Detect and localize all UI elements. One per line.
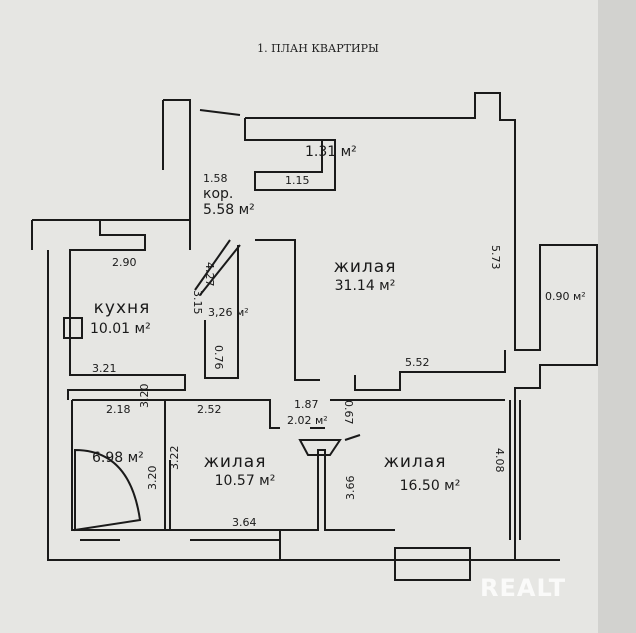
dim-3-20-top: 3.20 bbox=[138, 384, 151, 409]
paper-edge bbox=[598, 0, 636, 633]
bathroom-area: 6.98 м² bbox=[92, 450, 144, 466]
dim-3-22: 3.22 bbox=[168, 446, 181, 471]
dim-5-52: 5.52 bbox=[405, 356, 430, 369]
dim-0-76: 0.76 bbox=[212, 345, 225, 370]
dim-4-27: 4.27 bbox=[203, 262, 216, 287]
living-large-area: 31.14 м² bbox=[335, 278, 396, 294]
closet-area: 1.31 м² bbox=[305, 144, 357, 160]
dim-3-21: 3.21 bbox=[92, 362, 117, 375]
dim-3-64: 3.64 bbox=[232, 516, 257, 529]
dim-1-87: 1.87 bbox=[294, 398, 319, 411]
hall-small-area: 2.02 м² bbox=[287, 414, 328, 427]
dim-3-20-bottom: 3.20 bbox=[146, 466, 159, 491]
dim-0-67: 0.67 bbox=[342, 400, 355, 425]
wc-area: 3,26 м² bbox=[208, 306, 249, 319]
dim-2-18: 2.18 bbox=[106, 403, 131, 416]
corridor-name: кор. bbox=[203, 186, 233, 202]
dim-2-90: 2.90 bbox=[112, 256, 137, 269]
dim-3-66: 3.66 bbox=[344, 476, 357, 501]
dim-2-52: 2.52 bbox=[197, 403, 222, 416]
walls bbox=[31, 92, 598, 581]
corridor-area: 5.58 м² bbox=[203, 202, 255, 218]
dim-5-73: 5.73 bbox=[489, 245, 502, 270]
living-mid-name: жилая bbox=[204, 452, 267, 472]
plan-title: 1. ПЛАН КВАРТИРЫ bbox=[257, 42, 379, 55]
living-mid-area: 10.57 м² bbox=[215, 473, 276, 489]
kitchen-name: кухня bbox=[94, 298, 151, 318]
dim-1-58: 1.58 bbox=[203, 172, 228, 185]
watermark-logo: REALT bbox=[480, 574, 566, 602]
living-right-name: жилая bbox=[384, 452, 447, 472]
kitchen-area: 10.01 м² bbox=[90, 321, 151, 337]
room-labels: 1.31 м² 1.15 1.58 кор. 5.58 м² 4.27 2.90… bbox=[90, 144, 586, 529]
dim-3-15: 3.15 bbox=[191, 290, 204, 315]
dim-1-15: 1.15 bbox=[285, 174, 310, 187]
living-large-name: жилая bbox=[334, 257, 397, 277]
dim-4-08: 4.08 bbox=[493, 448, 506, 473]
balcony-area: 0.90 м² bbox=[545, 290, 586, 303]
living-right-area: 16.50 м² bbox=[400, 478, 461, 494]
